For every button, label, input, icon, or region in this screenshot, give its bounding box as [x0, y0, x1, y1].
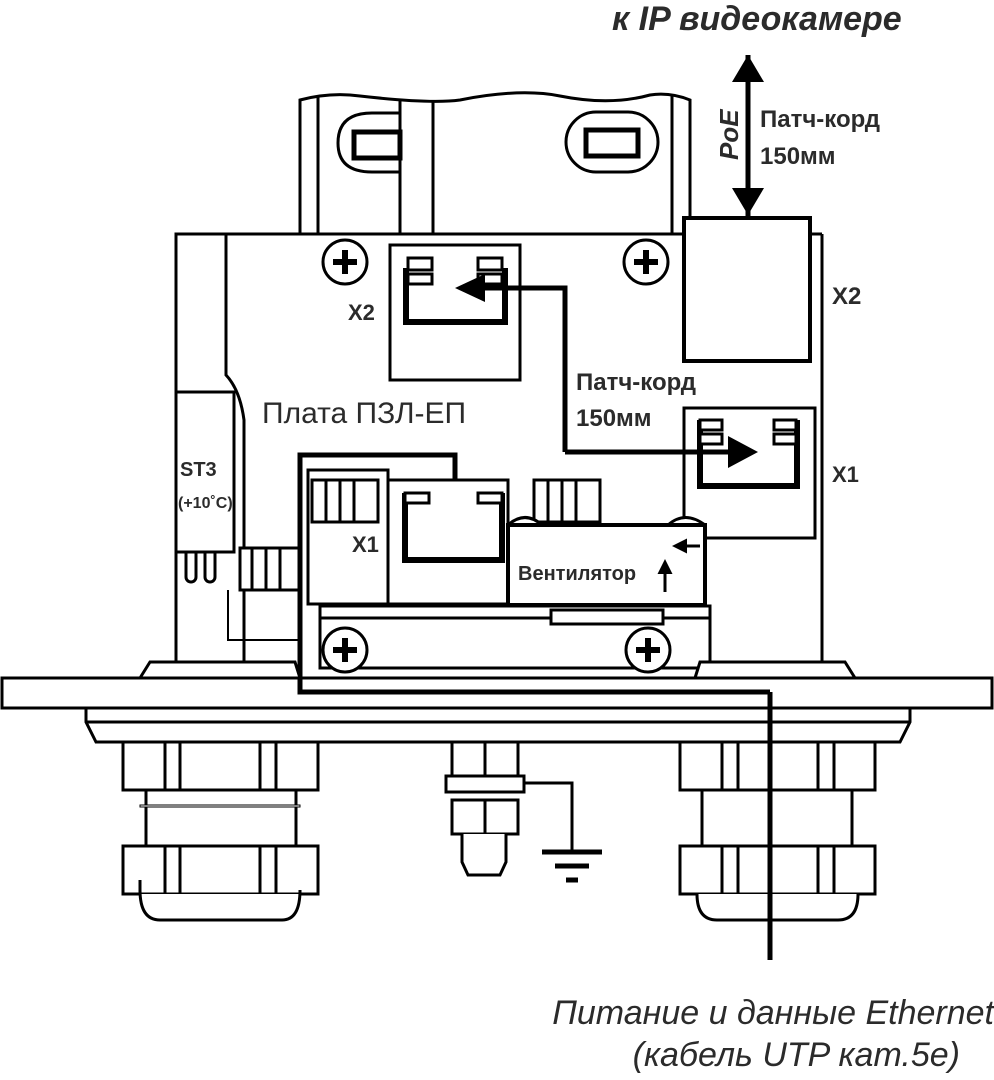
label-x1-right: X1 [832, 462, 859, 487]
label-x2-board: X2 [348, 300, 375, 325]
thermostat-st3 [174, 390, 236, 584]
coil-left [238, 546, 302, 592]
cable-gland-left [121, 740, 320, 922]
ground-icon [542, 849, 602, 883]
screw-top-left [321, 238, 369, 286]
lower-bracket [318, 604, 712, 670]
screw-top-right [622, 238, 670, 286]
rj45-socket-x1-right [682, 406, 817, 540]
patch-cord-line [485, 285, 568, 452]
title-to-ip-camera: к IP видеокамере [612, 0, 902, 38]
label-x2-right: X2 [832, 283, 861, 310]
coil-board-right [532, 478, 602, 524]
connector-x2-right-block [682, 216, 812, 363]
patch-cord-mid-line2: 150мм [576, 405, 652, 432]
patch-cord-top-line1: Патч-корд [760, 106, 880, 133]
base-plate [0, 660, 994, 744]
coil-board-left [310, 478, 380, 524]
label-x1-board: X1 [352, 532, 379, 557]
fan [506, 516, 707, 607]
poe-label: PoE [714, 109, 744, 160]
ground-bolt [444, 740, 526, 877]
patch-cord-mid-line1: Патч-корд [576, 369, 696, 396]
sensor-label-temp: (+10˚C) [178, 495, 233, 512]
ground-wire [524, 781, 574, 852]
arrow-down-icon [732, 188, 764, 215]
caption-line2: (кабель UTP кат.5е) [633, 1036, 960, 1074]
screw-bottom-left [321, 626, 369, 674]
board-label: Плата ПЗЛ-ЕП [262, 397, 466, 430]
caption-line1: Питание и данные Ethernet [552, 994, 994, 1032]
rj45-socket-x1-board [386, 478, 510, 606]
fan-label: Вентилятор [518, 563, 636, 585]
cable-gland-right [678, 740, 877, 922]
mounting-bracket [298, 91, 692, 235]
arrow-left-icon [455, 274, 485, 302]
arrow-up-icon [732, 55, 764, 82]
sensor-label-st3: ST3 [180, 459, 217, 481]
screw-bottom-right [624, 626, 672, 674]
patch-cord-top-line2: 150мм [760, 143, 836, 170]
arrow-right-icon [728, 436, 758, 468]
rj45-socket-x2 [388, 243, 522, 382]
